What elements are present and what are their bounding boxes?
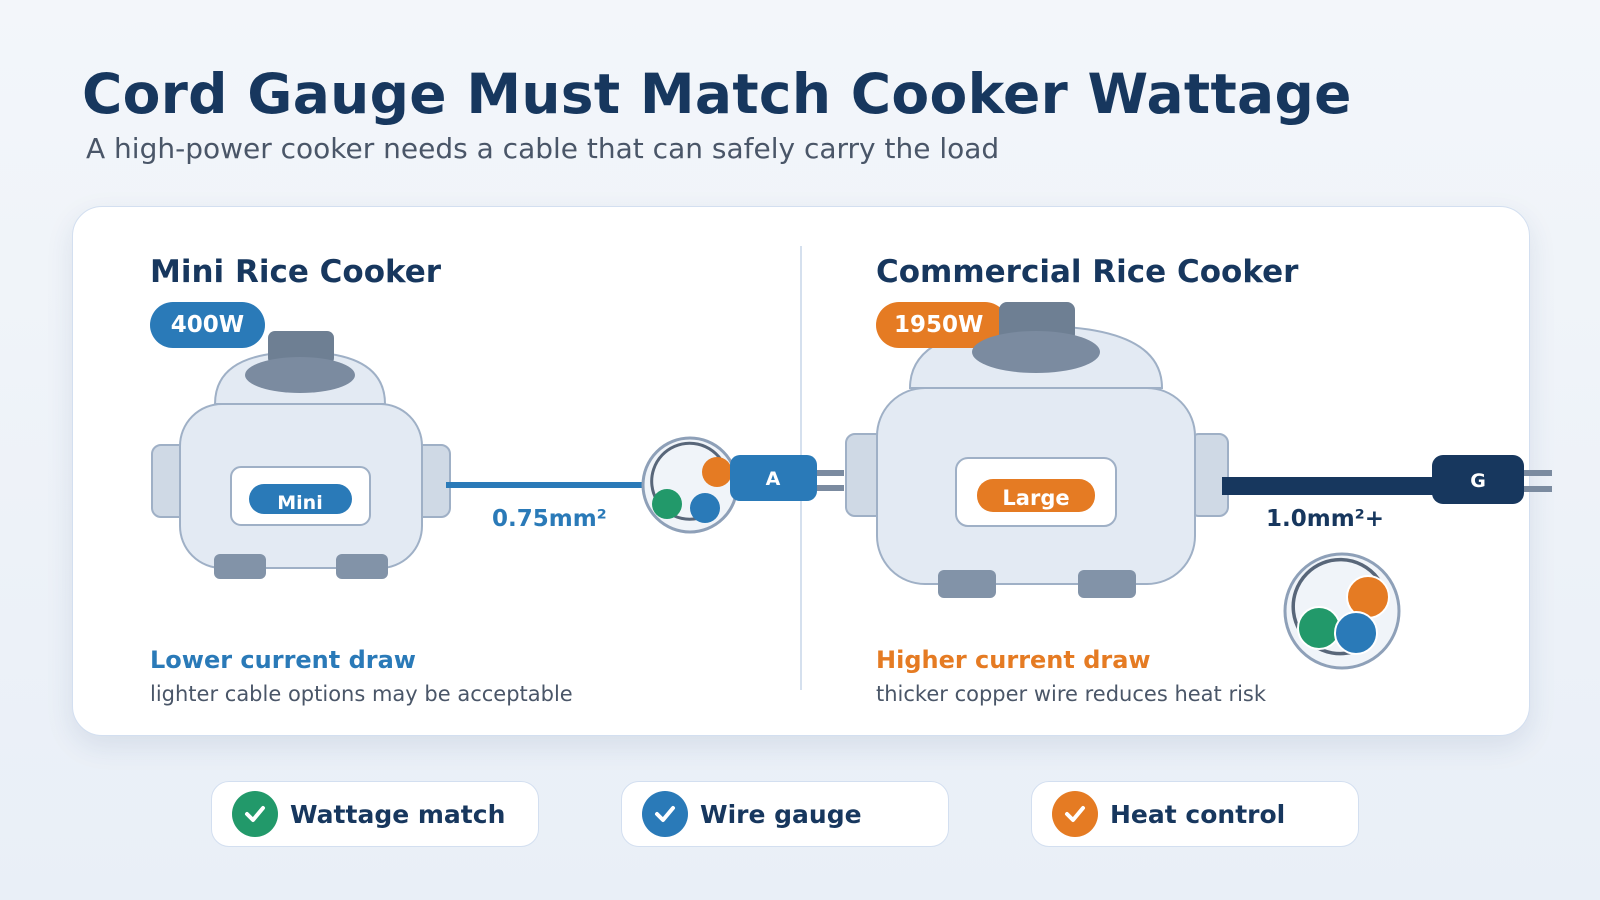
mini-wattage-badge: 400W [150,302,265,348]
plug-type-g-icon [1432,455,1552,504]
commercial-lid-top [972,331,1100,373]
pill-wire-gauge: Wire gauge [621,781,949,847]
mini-cooker-heading: Mini Rice Cooker [150,254,442,290]
check-icon [642,791,688,837]
large-label-badge [977,479,1095,512]
plug-type-a-icon [730,455,844,501]
thin-cable-cross-section-icon [641,436,739,534]
commercial-wattage-badge: 1950W [876,302,1008,348]
pill-heat-control: Heat control [1031,781,1359,847]
lid-handle [268,331,334,365]
mini-rice-cooker-illustration [151,331,451,579]
plug-letter-g: G [1470,470,1486,492]
thick-gauge-label: 1.0mm²+ [1266,506,1385,532]
pill-wattage-match: Wattage match [211,781,539,847]
commercial-cooker-heading: Commercial Rice Cooker [876,254,1299,290]
commercial-description-title: Higher current draw [876,646,1151,674]
commercial-wattage-value: 1950W [894,312,984,338]
page-subtitle: A high-power cooker needs a cable that c… [86,132,1000,165]
mini-label-badge [249,484,352,514]
pill-label: Wattage match [290,799,506,829]
plug-letter-a: A [766,468,781,490]
pill-label: Heat control [1110,799,1286,829]
check-icon [1052,791,1098,837]
check-icon [232,791,278,837]
large-body-label: Large [1002,486,1069,510]
thick-cable-cross-section-icon [1283,552,1401,670]
page-title: Cord Gauge Must Match Cooker Wattage [82,62,1352,126]
mini-body-label: Mini [277,492,322,514]
commercial-description-text: thicker copper wire reduces heat risk [876,682,1267,706]
thin-gauge-label: 0.75mm² [492,506,607,532]
pill-label: Wire gauge [700,799,862,829]
mini-description-text: lighter cable options may be acceptable [150,682,573,706]
mini-description-title: Lower current draw [150,646,416,674]
mini-wattage-value: 400W [170,312,245,338]
